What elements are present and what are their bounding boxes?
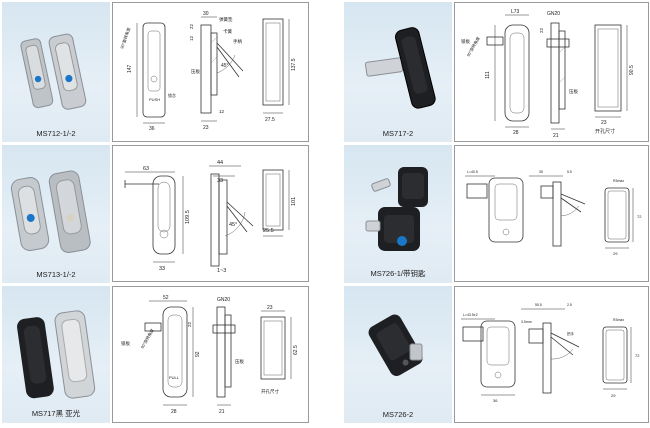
- drawing-ms726-2: L=43.5±2 36 55.5 2.5 3.5mm 把手 R3max 72 2…: [454, 286, 649, 423]
- caption-ms713: MS713-1/-2: [36, 270, 76, 279]
- label-lockplate-ms717-black: 锁板: [121, 340, 130, 347]
- dim-top-b-ms713: 44: [217, 160, 223, 166]
- dim-top-c-ms726-1: 5.5: [567, 170, 572, 174]
- dim-top-c-ms712: 12: [189, 35, 194, 41]
- dim-inner-ms717-black: 22: [187, 321, 192, 327]
- drawing-ms717-black: PULL 52 锁板 90°旋转角度 92 22 28 GN20 压板 21 2…: [112, 286, 309, 423]
- dim-top-a-ms726-2: L=43.5±2: [463, 313, 478, 317]
- dim-cut-w-ms717-2: 23: [601, 120, 607, 126]
- dim-depth-ms713: 1~3: [217, 268, 226, 274]
- label-rmax-ms726-2: R3max: [613, 318, 624, 322]
- caption-ms717-2: MS717-2: [382, 129, 414, 138]
- caption-ms726-1: MS726-1/带钥匙: [370, 269, 426, 278]
- dim-gn-ms717-black: GN20: [217, 297, 230, 303]
- dim-width-ms713: 33: [159, 266, 165, 272]
- dim-height-ms712: 147: [127, 64, 133, 73]
- product-photo-ms717-2: MS717-2: [344, 2, 452, 142]
- drawing-ms717-2: 111 28 L73 锁板 90°旋转角度 GN20 22 压板 21 90.5…: [454, 2, 649, 142]
- label-handle-ms712: 手柄: [233, 38, 242, 45]
- dim-top-b-ms726-1: 35: [539, 170, 543, 174]
- dim-top-b-ms726-2: 55.5: [535, 303, 542, 307]
- dim-top-a-ms713: 63: [143, 166, 149, 172]
- pull-label: PULL: [169, 375, 180, 380]
- angle-ms712: 45°: [221, 63, 229, 69]
- label-handle-ms726-2: 把手: [567, 331, 575, 336]
- angle-ms713: 45°: [229, 222, 237, 228]
- product-photo-ms712: MS712-1/-2: [2, 2, 110, 142]
- dim-width-ms717-2: 28: [513, 130, 519, 136]
- caption-ms712: MS712-1/-2: [36, 129, 76, 138]
- dim-r1-ms726-2: 3.5mm: [521, 320, 532, 324]
- dim-inner-ms712: 12: [219, 109, 225, 114]
- product-photo-ms717-black: MS717黑 亚光: [2, 286, 110, 423]
- dim-depth-ms717-black: 21: [219, 409, 225, 415]
- lock-image-ms717-black: [17, 310, 96, 399]
- push-label: PUSH: [149, 97, 160, 102]
- dim-gn-ms717-2: GN20: [547, 11, 560, 17]
- dim-cut-w-ms712: 27.5: [265, 117, 275, 123]
- dim-cut-w-ms726-1: 29: [613, 251, 618, 256]
- dim-cut-h-ms726-1: 72: [637, 214, 642, 219]
- lock-image-ms726-1: [365, 167, 428, 251]
- drawing-ms713: 63 109.5 33 45° 44 33 1~3 101 25.5: [112, 145, 309, 282]
- label-spring-ms712: 弹簧垫: [219, 16, 233, 23]
- product-photo-ms726-1: MS726-1/带钥匙: [344, 145, 452, 283]
- dim-top-b-ms712: 22: [189, 23, 194, 29]
- drawing-ms712: PUSH 147 36 90°旋转角度 锁芯 45° 30 22 12 弹簧垫 …: [112, 2, 309, 142]
- dim-height-ms717-2: 111: [485, 71, 491, 79]
- dim-top-a-ms717-2: L73: [511, 9, 520, 15]
- label-plate-ms717-2: 压板: [569, 88, 578, 95]
- dim-top-a-ms726-1: L=40.5: [467, 170, 478, 174]
- cut-title-ms717-black: 开孔尺寸: [261, 388, 279, 395]
- dim-cut-h-ms717-2: 90.5: [629, 65, 635, 75]
- product-photo-ms713: MS713-1/-2: [2, 145, 110, 283]
- dim-cut-w-ms726-2: 29: [611, 393, 616, 398]
- product-photo-ms726-2: MS726-2: [344, 286, 452, 423]
- label-cam-ms712: 卡簧: [223, 28, 232, 35]
- dim-top-a-ms717-black: 52: [163, 295, 169, 301]
- dim-width-ms717-black: 28: [171, 409, 177, 415]
- dim-top-c-ms713: 33: [217, 178, 223, 184]
- dim-inner-ms717-2: 22: [539, 27, 544, 33]
- lock-image-ms713: [10, 170, 91, 254]
- dim-width-ms726-2: 36: [493, 398, 498, 403]
- lock-image-ms717-2: [364, 27, 436, 109]
- label-rmax-ms726-1: R3max: [613, 179, 624, 183]
- caption-ms726-2: MS726-2: [382, 410, 414, 419]
- dim-cut-w-ms717-black: 23: [267, 305, 273, 311]
- lock-image-ms712: [20, 33, 87, 110]
- caption-ms717-black: MS717黑 亚光: [31, 409, 81, 418]
- dim-top-a-ms712: 30: [203, 11, 209, 17]
- dim-depth-ms717-2: 21: [553, 133, 559, 139]
- dim-depth-ms712: 23: [203, 125, 209, 131]
- dim-height-ms717-black: 92: [195, 351, 201, 357]
- dim-width-ms712: 36: [149, 126, 155, 132]
- rot-label-ms712: 90°旋转角度: [118, 27, 131, 50]
- dim-height-ms713: 109.5: [185, 210, 191, 224]
- label-plate-ms717-black: 压板: [235, 358, 244, 365]
- label-lockplate-ms717-2: 锁板: [461, 38, 470, 45]
- dim-cut-h-ms726-2: 72: [635, 353, 640, 358]
- dim-cut-h-ms717-black: 62.5: [293, 345, 299, 355]
- drawing-ms726-1: L=40.5 35 5.5 R3max 72 29: [454, 145, 649, 282]
- lock-image-ms726-2: [368, 314, 423, 376]
- dim-cut-h-ms712: 137.5: [291, 58, 297, 71]
- dim-top-c-ms726-2: 2.5: [567, 303, 572, 307]
- dim-cut-h-ms713: 101: [291, 197, 297, 206]
- ring-label-ms712: 锁芯: [168, 92, 176, 98]
- cut-title-ms717-2: 开孔尺寸: [595, 128, 615, 135]
- label-plate-ms712: 压板: [191, 68, 200, 75]
- dim-cut-w-ms713: 25.5: [263, 228, 274, 234]
